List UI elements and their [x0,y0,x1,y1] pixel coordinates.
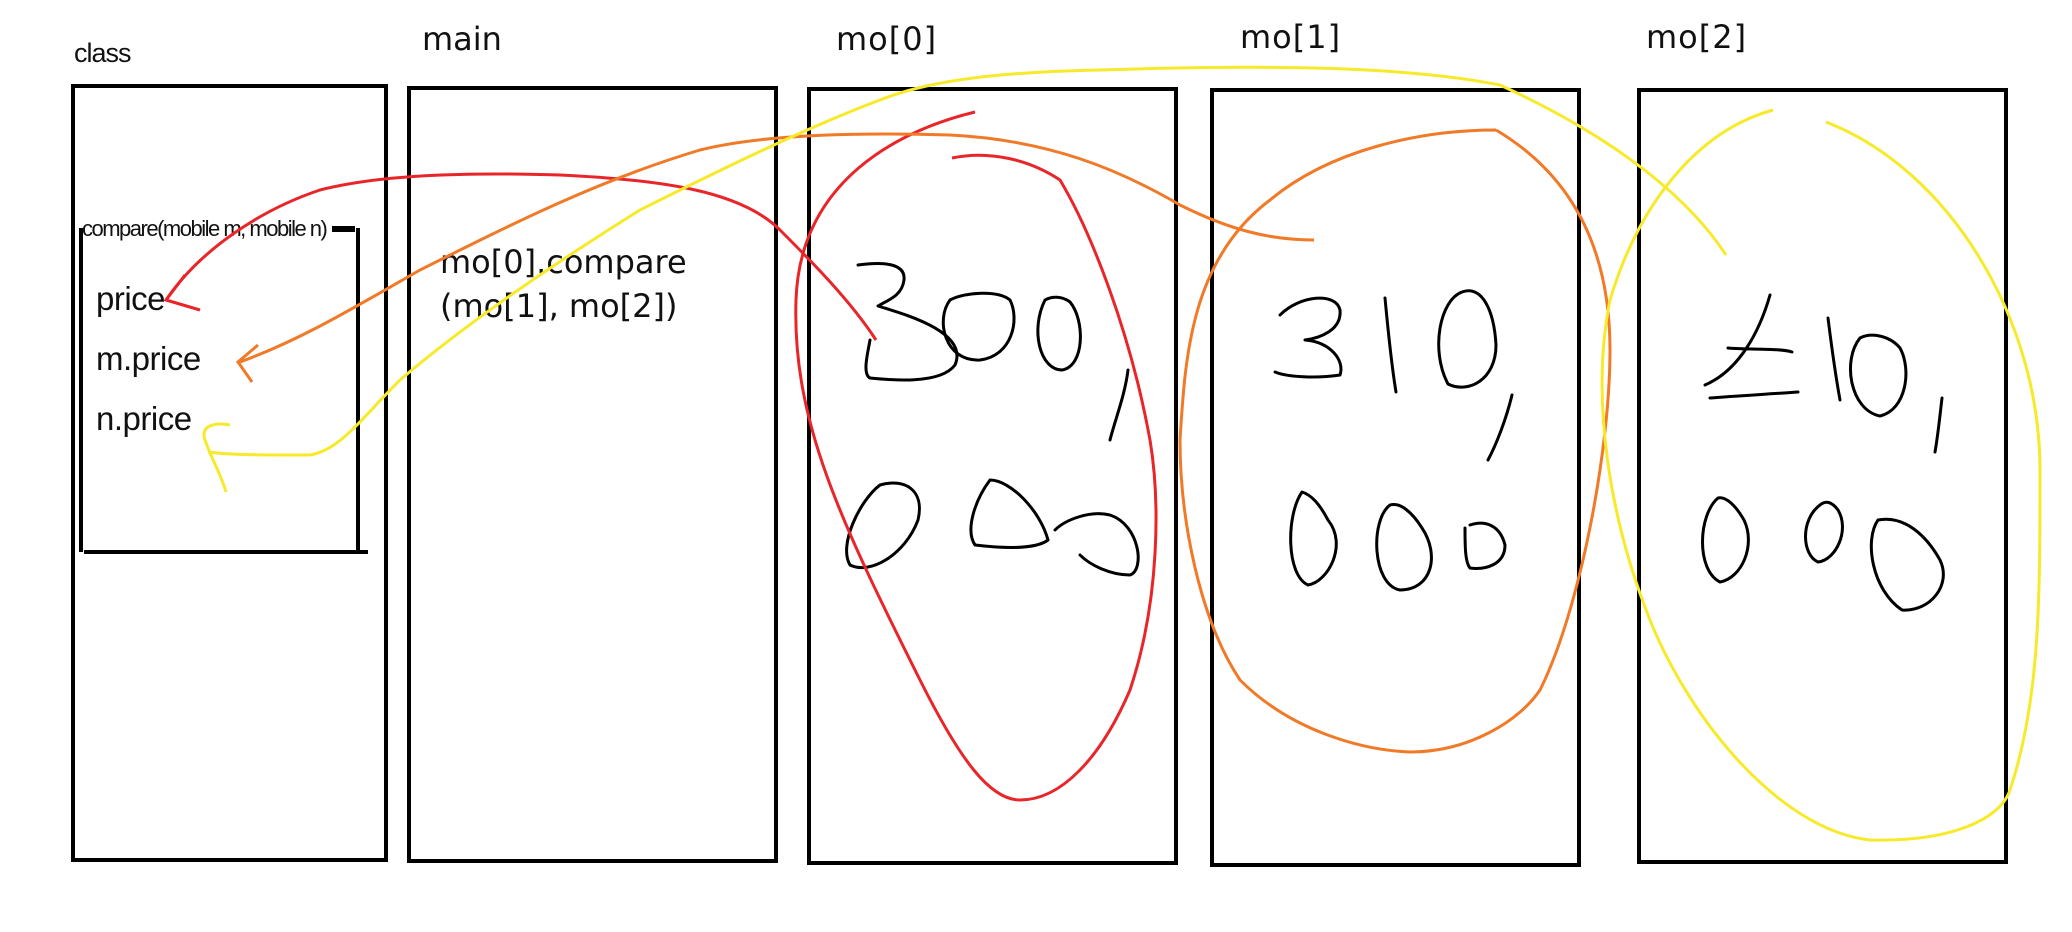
label-class: class [74,38,132,68]
field-price: price [96,280,166,317]
field-n-price: n.price [96,400,192,437]
object-box-mo2 [1637,88,2008,864]
call-line-1: mo[0].compare [440,243,687,281]
orange-arrow-mo1-to-m-price [239,132,1315,364]
method-signature: compare(mobile m, mobile n) [82,216,328,241]
handwritten-value-mo2 [1701,293,1945,612]
object-box-mo1 [1210,88,1581,867]
object-box-mo0 [807,87,1178,865]
method-frame [79,226,368,554]
red-circle-mo0 [794,110,1158,802]
main-box [407,86,778,863]
yellow-arrow-mo2-to-n-price [207,65,1728,457]
yellow-arrowhead [202,422,231,493]
yellow-circle-mo2 [1600,108,2042,842]
label-mo2: mo[2] [1646,18,1748,56]
label-main: main [422,20,502,58]
label-mo0: mo[0] [836,20,938,58]
handwritten-value-mo1 [1273,289,1514,592]
label-mo1: mo[1] [1240,18,1342,56]
orange-circle-mo1 [1178,128,1612,754]
field-m-price: m.price [96,340,201,377]
class-box [71,84,388,862]
orange-arrowhead [235,343,259,383]
red-arrow-mo0-to-price [164,172,878,341]
red-arrowhead [163,274,201,312]
handwritten-value-mo0 [845,262,1140,577]
